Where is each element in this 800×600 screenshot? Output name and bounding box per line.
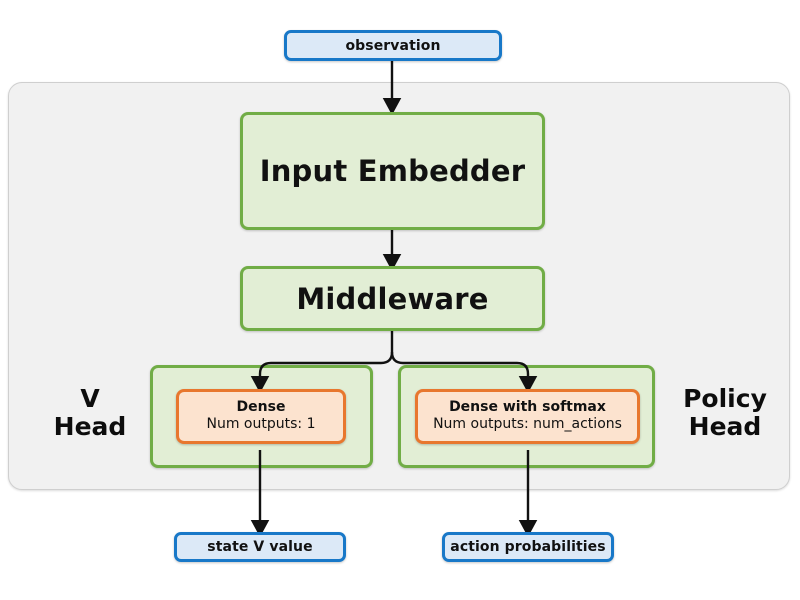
policy-head-dense-subtitle: Num outputs: num_actions (433, 416, 622, 433)
policy-head-dense-node[interactable]: Dense with softmax Num outputs: num_acti… (415, 389, 640, 444)
input-embedder-node[interactable]: Input Embedder (240, 112, 545, 230)
input-embedder-label: Input Embedder (259, 154, 526, 188)
action-probabilities-node[interactable]: action probabilities (442, 532, 614, 562)
middleware-label: Middleware (296, 281, 489, 316)
v-head-dense-node[interactable]: Dense Num outputs: 1 (176, 389, 346, 444)
v-head-label: V Head (53, 384, 127, 441)
observation-node[interactable]: observation (284, 30, 502, 61)
state-v-value-label: state V value (207, 539, 313, 555)
v-head-dense-title: Dense (236, 399, 286, 416)
policy-head-dense-title: Dense with softmax (449, 399, 606, 416)
middleware-node[interactable]: Middleware (240, 266, 545, 331)
state-v-value-node[interactable]: state V value (174, 532, 346, 562)
v-head-dense-subtitle: Num outputs: 1 (206, 416, 316, 433)
action-probabilities-label: action probabilities (450, 539, 606, 555)
policy-head-label: Policy Head (683, 384, 767, 441)
observation-label: observation (345, 37, 441, 54)
